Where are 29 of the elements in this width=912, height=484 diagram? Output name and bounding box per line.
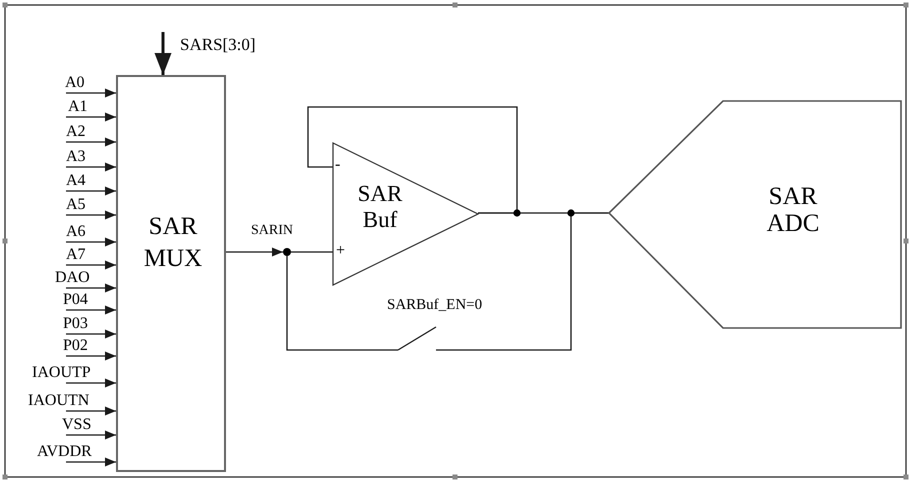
input-arrow	[66, 352, 116, 360]
input-arrow	[66, 330, 116, 338]
bus-label: SARS[3:0]	[180, 36, 256, 53]
input-arrow	[66, 378, 116, 388]
bus-arrow	[154, 32, 172, 75]
input-wire	[291, 251, 333, 253]
input-arrow	[66, 430, 116, 440]
input-arrow	[66, 306, 116, 314]
mux-block	[116, 75, 226, 472]
plus-sign: +	[336, 243, 346, 259]
input-arrow	[66, 284, 116, 292]
signal-arrow	[226, 248, 283, 256]
bypass-wire	[286, 256, 398, 351]
input-arrow	[66, 88, 116, 98]
bypass-wire	[436, 212, 609, 351]
input-arrow	[66, 186, 116, 196]
input-arrow	[66, 138, 116, 146]
minus-sign: -	[335, 157, 340, 173]
input-arrow	[66, 458, 116, 466]
feedback-wire	[307, 106, 518, 214]
block-label: SAR MUX	[144, 212, 202, 274]
input-arrow	[66, 112, 116, 122]
input-arrow	[66, 406, 116, 416]
switch-control-label: SARBuf_EN=0	[387, 298, 482, 313]
input-arrow	[66, 260, 116, 270]
block-label: SAR ADC	[766, 183, 820, 237]
input-arrow	[66, 238, 116, 246]
input-arrow	[66, 210, 116, 220]
block-label: SAR Buf	[358, 181, 402, 233]
